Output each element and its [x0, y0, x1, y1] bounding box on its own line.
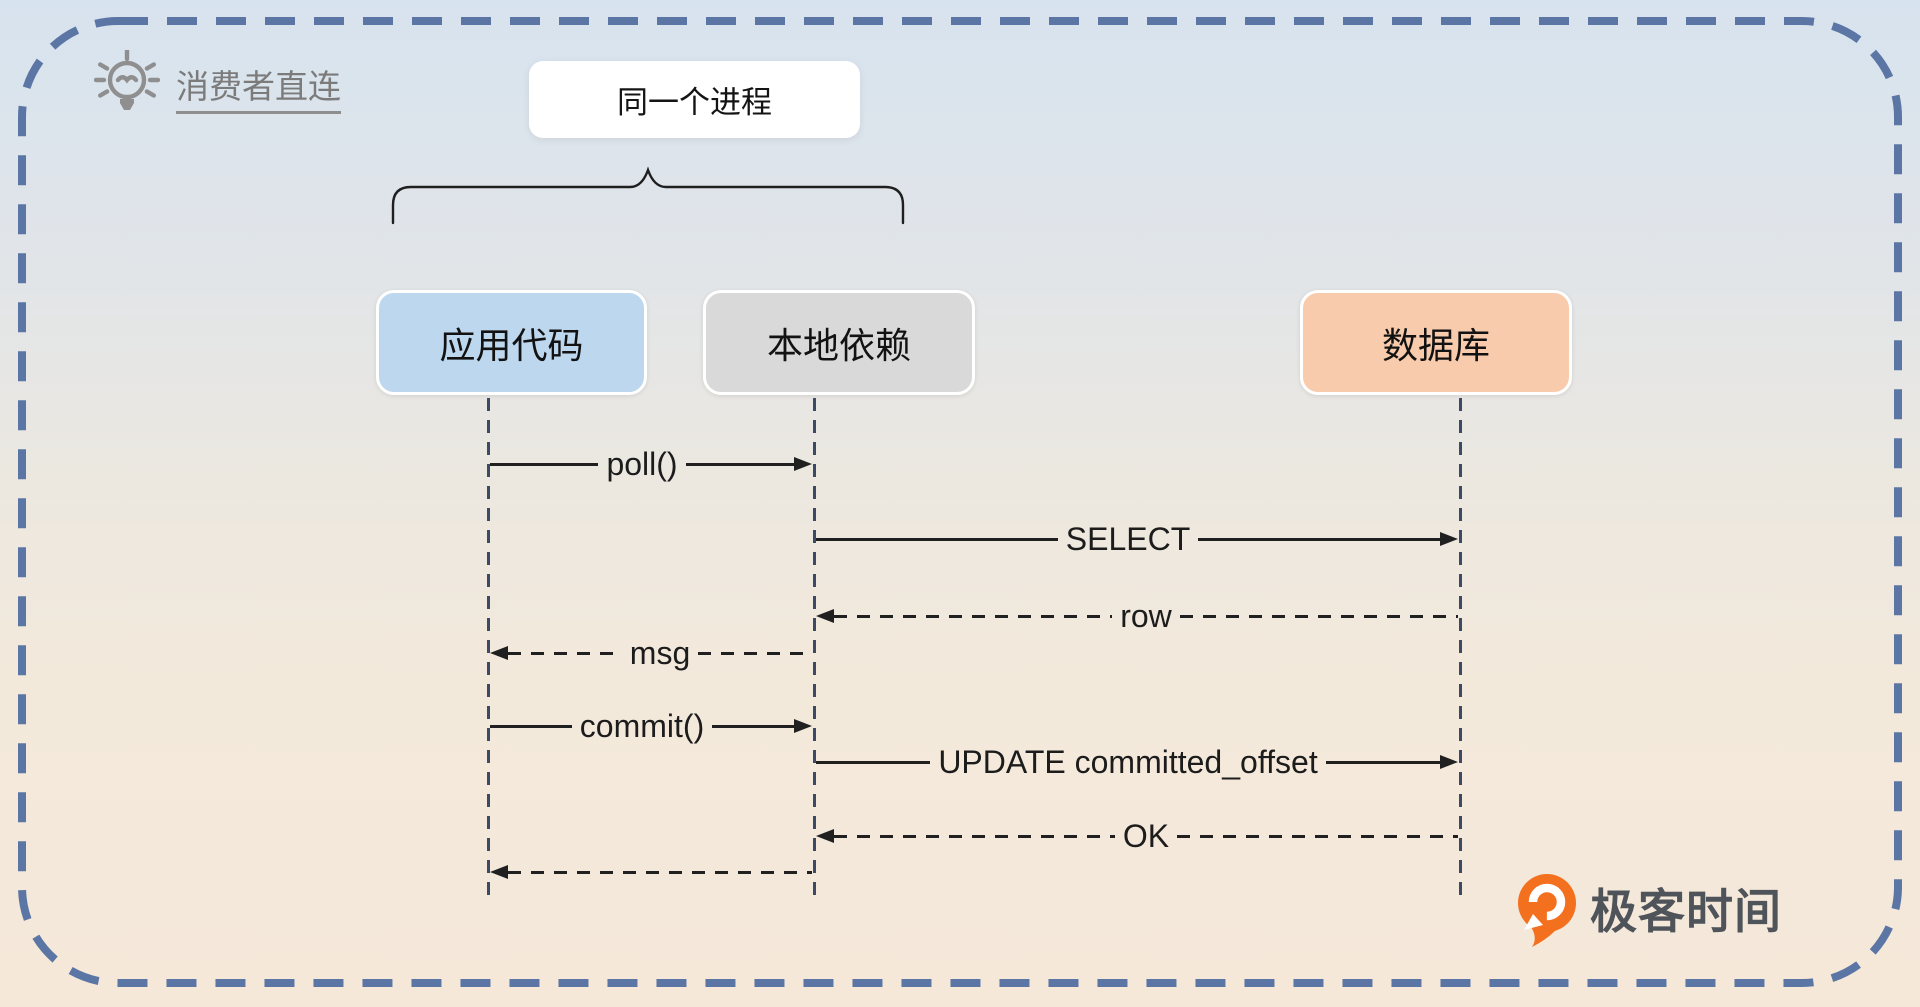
message-arrow: poll(): [490, 442, 812, 486]
message-line: [1198, 537, 1441, 541]
message-line: [712, 724, 795, 728]
arrowhead-right: [794, 457, 812, 471]
brace: [391, 166, 905, 225]
process-label-box: 同一个进程: [529, 61, 860, 138]
message-arrow: UPDATE committed_offset: [816, 740, 1459, 784]
message-label: msg: [629, 635, 691, 671]
lifeline-db: [1458, 398, 1462, 900]
message-label: OK: [1122, 818, 1170, 854]
message-line: [508, 651, 622, 655]
message-line: [1177, 834, 1459, 838]
participant-database: 数据库: [1300, 290, 1572, 395]
message-label: SELECT: [1065, 521, 1191, 557]
message-arrow: SELECT: [816, 517, 1459, 561]
participant-local-dependency: 本地依赖: [703, 290, 975, 395]
arrowhead-left: [816, 609, 834, 623]
participant-label: 本地依赖: [766, 324, 911, 366]
geektime-logo-text: 极客时间: [1590, 884, 1782, 938]
participant-label: 应用代码: [439, 324, 584, 366]
message-arrow: msg: [490, 631, 813, 675]
lifeline-lib: [812, 398, 816, 900]
lightbulb-icon: [94, 50, 160, 110]
message-label: poll(): [606, 446, 678, 482]
arrowhead-left: [490, 865, 508, 879]
message-arrow: commit(): [490, 704, 813, 748]
message-arrow: OK: [816, 814, 1459, 858]
message-arrow: [490, 850, 812, 894]
message-line: [834, 614, 1113, 618]
arrowhead-right: [1440, 532, 1459, 546]
message-line: [685, 462, 794, 466]
callout-label: 消费者直连: [176, 68, 341, 114]
callout: 消费者直连: [94, 50, 341, 114]
message-label: row: [1120, 598, 1172, 634]
message-arrow: row: [816, 594, 1458, 638]
message-line: [508, 870, 812, 874]
message-line: [816, 760, 931, 764]
participant-label: 数据库: [1381, 324, 1490, 366]
lifeline-app: [486, 398, 490, 900]
arrowhead-right: [1440, 755, 1459, 769]
message-label: UPDATE committed_offset: [938, 744, 1318, 780]
message-line: [1325, 760, 1441, 764]
arrowhead-right: [794, 719, 813, 733]
message-line: [490, 462, 599, 466]
message-line: [698, 651, 813, 655]
message-line: [816, 537, 1058, 541]
message-line: [490, 724, 572, 728]
arrowhead-left: [816, 829, 834, 843]
message-line: [834, 834, 1115, 838]
geektime-logo-icon: [1518, 874, 1576, 947]
participant-app-code: 应用代码: [376, 290, 647, 395]
process-label: 同一个进程: [617, 85, 772, 120]
message-label: commit(): [579, 708, 705, 744]
geektime-logo: 极客时间: [1516, 872, 1782, 950]
message-line: [1179, 614, 1458, 618]
arrowhead-left: [490, 646, 508, 660]
